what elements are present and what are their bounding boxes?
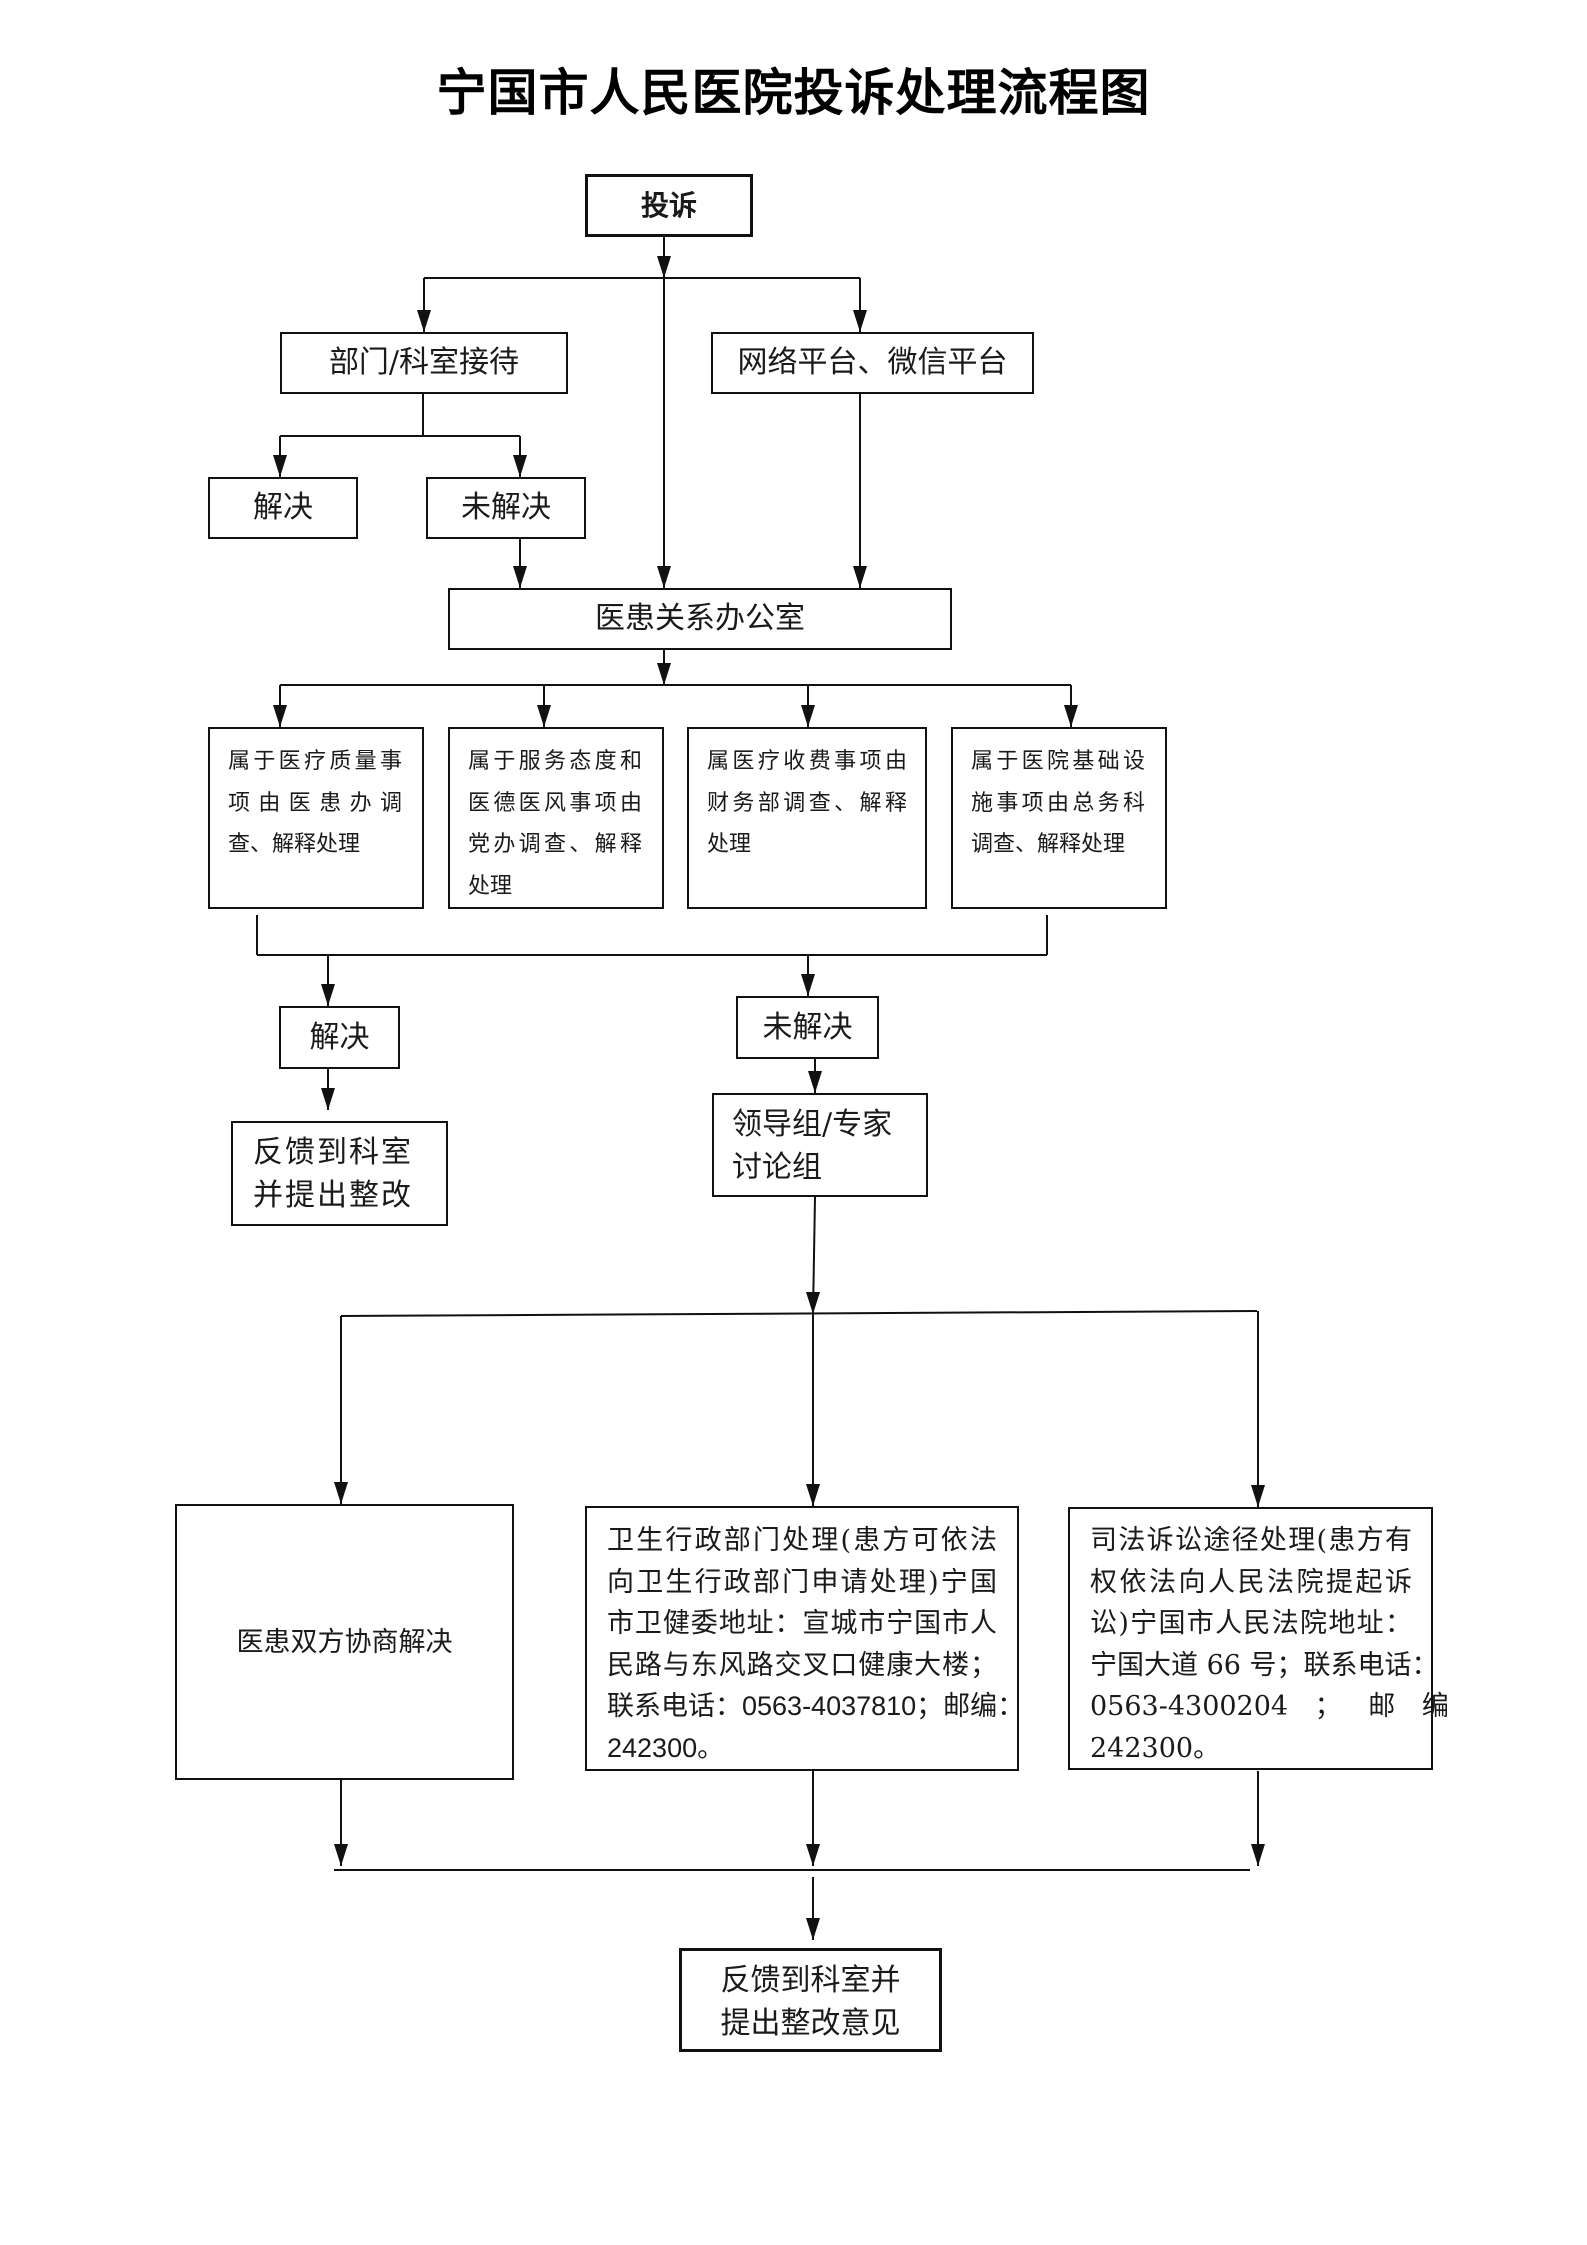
category-line: 属于服务态度和 (468, 749, 642, 774)
category-billing-node: 属医疗收费事项由 财务部调查、解释 处理 (687, 727, 927, 909)
category-line: 调查、解释处理 (971, 832, 1126, 857)
expert-group-line: 领导组/专家 (732, 1107, 893, 1142)
arrow-head-icon (273, 455, 287, 477)
complaint-node: 投诉 (585, 174, 753, 237)
arrow-head-icon (801, 974, 815, 996)
arrow-head-icon (657, 256, 671, 278)
arrow-head-icon (334, 1482, 348, 1504)
feedback-line: 并提出整改 (253, 1178, 413, 1213)
online-platform-label: 网络平台、微信平台 (737, 345, 1008, 380)
unresolved-node: 未解决 (736, 996, 879, 1059)
final-feedback-node: 反馈到科室并 提出整改意见 (679, 1948, 942, 2052)
health-admin-line: 卫生行政部门处理(患方可依法 (607, 1525, 997, 1556)
final-feedback-line: 反馈到科室并 (720, 1963, 901, 1998)
negotiation-label: 医患双方协商解决 (236, 1626, 453, 1658)
online-platform-node: 网络平台、微信平台 (711, 332, 1034, 394)
health-admin-line: 联系电话：0563-4037810；邮编： (607, 1691, 1025, 1721)
arrow-head-icon (321, 1088, 335, 1110)
arrow-head-icon (334, 1844, 348, 1866)
dept-reception-label: 部门/科室接待 (328, 345, 520, 380)
arrow-head-icon (513, 455, 527, 477)
arrow-head-icon (806, 1844, 820, 1866)
category-line: 党办调查、解释 (468, 832, 642, 857)
arrow-head-icon (1251, 1485, 1265, 1507)
arrow-head-icon (806, 1292, 820, 1314)
arrow-head-icon (1251, 1844, 1265, 1866)
category-line: 属于医疗质量事 (228, 749, 402, 774)
arrow-head-icon (806, 1918, 820, 1940)
category-service-attitude-node: 属于服务态度和 医德医风事项由 党办调查、解释 处理 (448, 727, 664, 909)
judicial-line: 权依法向人民法院提起诉 (1090, 1566, 1412, 1598)
category-line: 查、解释处理 (228, 832, 361, 857)
arrow-head-icon (657, 663, 671, 685)
arrow-head-icon (321, 984, 335, 1006)
negotiation-node: 医患双方协商解决 (175, 1504, 514, 1780)
arrow-head-icon (853, 566, 867, 588)
judicial-node: 司法诉讼途径处理(患方有 权依法向人民法院提起诉 讼)宁国市人民法院地址： 宁国… (1068, 1507, 1449, 1770)
arrow-head-icon (806, 1484, 820, 1506)
category-line: 处理 (707, 832, 752, 857)
category-line: 项由医患办调 (228, 790, 402, 816)
health-admin-line: 242300。 (607, 1732, 725, 1763)
expert-group-line: 讨论组 (732, 1150, 822, 1185)
health-admin-line: 向卫生行政部门申请处理)宁国 (607, 1566, 997, 1598)
dept-resolved-label: 解决 (253, 490, 313, 525)
dept-reception-node: 部门/科室接待 (280, 332, 568, 394)
category-line: 处理 (468, 873, 513, 899)
dept-unresolved-label: 未解决 (461, 490, 551, 525)
complaint-label: 投诉 (640, 188, 697, 222)
dept-resolved-node: 解决 (208, 477, 358, 539)
arrow-head-icon (657, 566, 671, 588)
health-admin-line: 市卫健委地址：宣城市宁国市人 (607, 1608, 997, 1639)
judicial-line: 司法诉讼途径处理(患方有 (1090, 1525, 1412, 1556)
page-title: 宁国市人民医院投诉处理流程图 (436, 64, 1151, 122)
arrow-head-icon (513, 566, 527, 588)
category-line: 医德医风事项由 (468, 790, 642, 816)
patient-relations-office-label: 医患关系办公室 (595, 601, 805, 636)
category-medical-quality-node: 属于医疗质量事 项由医患办调 查、解释处理 (208, 727, 424, 909)
health-admin-line: 民路与东风路交叉口健康大楼； (607, 1649, 997, 1681)
arrow-head-icon (801, 705, 815, 727)
branch-line (340, 1310, 1258, 1317)
unresolved-label: 未解决 (762, 1009, 853, 1045)
judicial-line: 宁国大道 66 号；联系电话： (1090, 1649, 1439, 1681)
arrow-head-icon (273, 705, 287, 727)
health-admin-node: 卫生行政部门处理(患方可依法 向卫生行政部门申请处理)宁国 市卫健委地址：宣城市… (585, 1506, 1025, 1771)
category-line: 施事项由总务科 (971, 790, 1145, 816)
final-feedback-line: 提出整改意见 (720, 2006, 901, 2041)
arrow-head-icon (853, 310, 867, 332)
resolved-label: 解决 (309, 1019, 370, 1055)
dept-unresolved-node: 未解决 (426, 477, 586, 539)
category-line: 属于医院基础设 (971, 749, 1145, 774)
feedback-line: 反馈到科室 (253, 1135, 413, 1170)
arrow-head-icon (1064, 705, 1078, 727)
arrow-head-icon (808, 1071, 822, 1093)
category-line: 属医疗收费事项由 (707, 749, 907, 774)
arrow-head-icon (537, 705, 551, 727)
judicial-line: 242300。 (1090, 1732, 1221, 1764)
judicial-line: 讼)宁国市人民法院地址： (1090, 1608, 1412, 1639)
category-facilities-node: 属于医院基础设 施事项由总务科 调查、解释处理 (951, 727, 1167, 909)
judicial-line: 0563-4300204 ； 邮 编 (1090, 1691, 1449, 1722)
expert-group-node: 领导组/专家 讨论组 (712, 1093, 928, 1197)
resolved-node: 解决 (279, 1006, 400, 1069)
arrow-head-icon (417, 310, 431, 332)
category-line: 财务部调查、解释 (707, 790, 907, 816)
feedback-dept-node: 反馈到科室 并提出整改 (231, 1121, 448, 1226)
patient-relations-office-node: 医患关系办公室 (448, 588, 952, 650)
